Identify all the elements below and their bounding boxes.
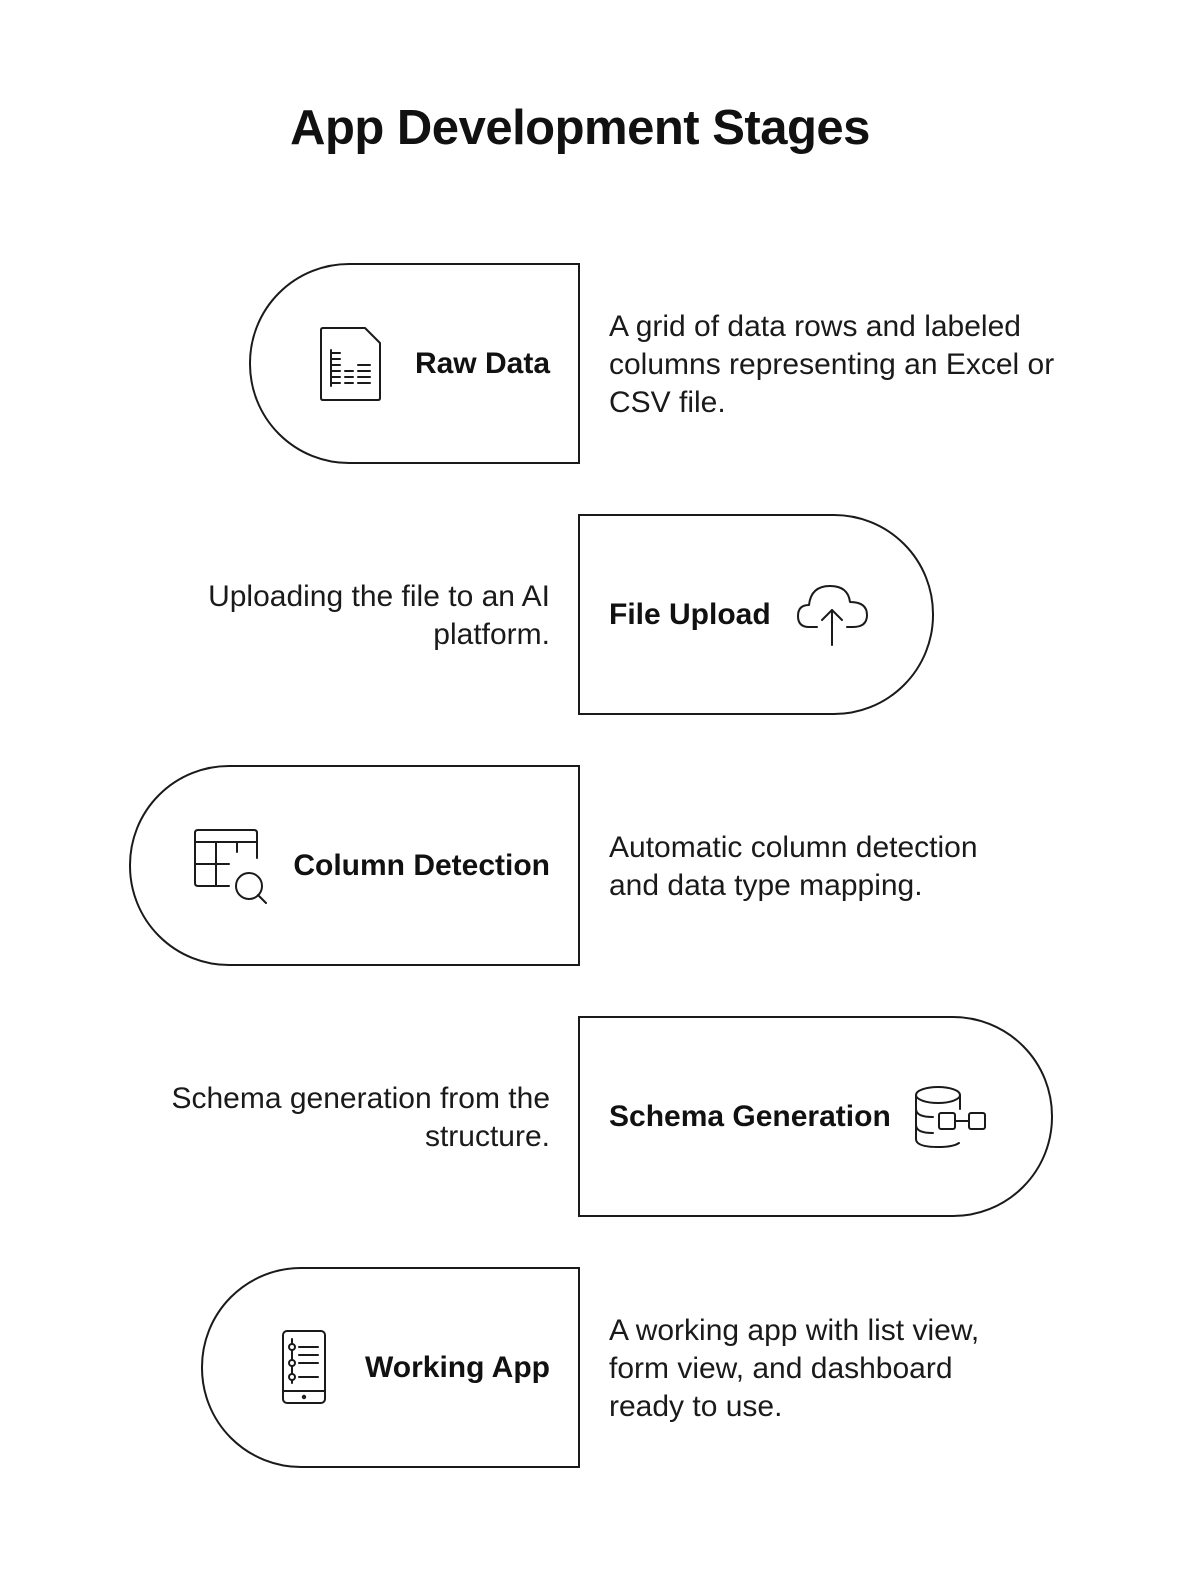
stage-working-app [201, 1267, 580, 1468]
stage-description-column-detection: Automatic column detection and data type… [609, 831, 978, 902]
stage-file-upload [578, 514, 934, 715]
stage-label-file-upload: File Upload [609, 598, 771, 631]
stage-raw-data [249, 263, 580, 464]
table-search-icon [193, 828, 269, 904]
stage-schema-generation [578, 1016, 1053, 1217]
stage-description-working-app: A working app with list view, form view,… [609, 1314, 980, 1423]
stage-column-detection [129, 765, 580, 966]
stage-description-schema-generation: Schema generation from the structure. [171, 1082, 550, 1153]
stage-description-raw-data: A grid of data rows and labeled columns … [609, 310, 1055, 419]
database-schema-icon [913, 1085, 991, 1149]
stage-label-schema-generation: Schema Generation [609, 1100, 891, 1133]
stage-description-file-upload: Uploading the file to an AI platform. [208, 580, 550, 651]
cloud-upload-icon [795, 583, 871, 647]
stage-label-working-app: Working App [365, 1351, 550, 1384]
stage-label-column-detection: Column Detection [293, 849, 550, 882]
stage-label-raw-data: Raw Data [414, 347, 550, 380]
mobile-app-list-icon [280, 1329, 328, 1405]
spreadsheet-file-icon [318, 326, 382, 402]
page-title: App Development Stages [290, 101, 870, 155]
